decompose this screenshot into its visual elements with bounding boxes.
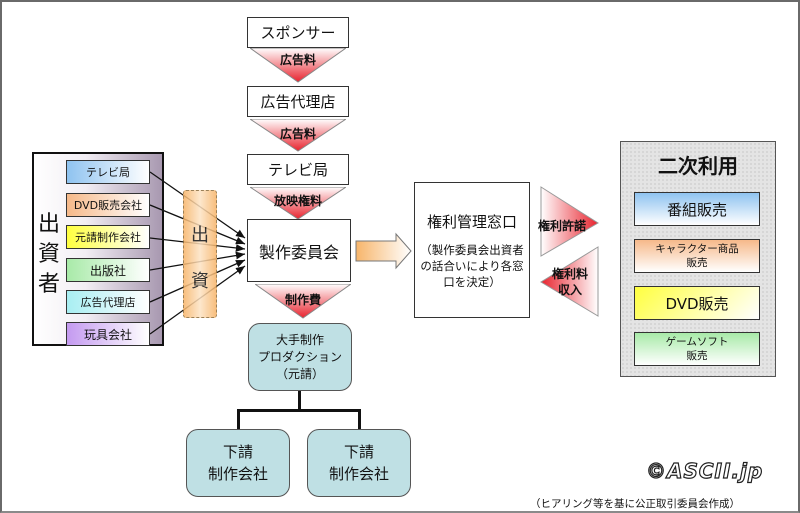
secondary-dvd-sales: DVD販売	[634, 286, 760, 320]
investors-title: 出資者	[38, 212, 61, 297]
revenue-label: 権利料 収入	[552, 267, 589, 297]
investor-ad-agency: 広告代理店	[66, 290, 150, 314]
tree-connector	[298, 391, 301, 411]
ad-agency-box: 広告代理店	[247, 86, 349, 117]
secondary-character-goods: キャラクター商品 販売	[634, 239, 760, 273]
rights-window-note: （製作委員会出資者の話合いにより各窓口を決定）	[420, 242, 524, 289]
committee-label: 製作委員会	[258, 242, 339, 262]
production-fee-chevron	[255, 284, 351, 319]
license-triangle	[540, 186, 599, 257]
ad-fee-chevron-1	[250, 48, 346, 83]
ad-fee-label-1: 広告料	[279, 53, 316, 67]
broadcast-fee-chevron	[250, 187, 346, 220]
investor-tv-station: テレビ局	[66, 160, 150, 184]
production-fee-label: 制作費	[284, 293, 321, 307]
ad-fee-chevron-2	[250, 119, 346, 152]
broadcast-fee-label: 放映権料	[273, 194, 322, 208]
investor-toy-company: 玩具会社	[66, 322, 150, 346]
tree-connector	[358, 409, 361, 429]
revenue-triangle	[540, 246, 599, 317]
investment-label-1: 出	[191, 225, 209, 246]
secondary-game-software: ゲームソフト 販売	[634, 332, 760, 366]
rights-window-title: 権利管理窓口	[426, 212, 517, 231]
rights-window-box: 権利管理窓口 （製作委員会出資者の話合いにより各窓口を決定）	[414, 182, 530, 318]
license-label: 権利許諾	[538, 219, 587, 233]
investor-dvd-company: DVD販売会社	[66, 193, 150, 217]
subcontractor-box-2: 下請 制作会社	[307, 429, 411, 497]
ascii-copyright-logo: ©ASCII.jp	[645, 458, 764, 483]
tree-connector	[237, 409, 240, 429]
tv-station-label: テレビ局	[267, 161, 328, 179]
source-note: （ヒアリング等を基に公正取引委員会作成）	[530, 498, 740, 510]
committee-to-rights-arrow	[355, 232, 412, 270]
investment-label-2: 資	[191, 271, 209, 292]
secondary-program-sales: 番組販売	[634, 192, 760, 226]
investor-publisher: 出版社	[66, 258, 150, 282]
investor-prime-contractor: 元請制作会社	[66, 225, 150, 249]
investment-band: 出 資	[183, 190, 217, 318]
secondary-use-title: 二次利用	[658, 154, 738, 178]
tree-connector	[237, 409, 361, 412]
main-production-box: 大手制作 プロダクション （元請）	[248, 323, 352, 391]
sponsor-box: スポンサー	[247, 17, 349, 48]
committee-box: 製作委員会	[247, 219, 351, 282]
ad-fee-label-2: 広告料	[279, 127, 316, 141]
ad-agency-label: 広告代理店	[260, 93, 336, 111]
subcontractor-box-1: 下請 制作会社	[186, 429, 290, 497]
tv-station-box: テレビ局	[247, 154, 349, 185]
sponsor-label: スポンサー	[260, 24, 336, 42]
